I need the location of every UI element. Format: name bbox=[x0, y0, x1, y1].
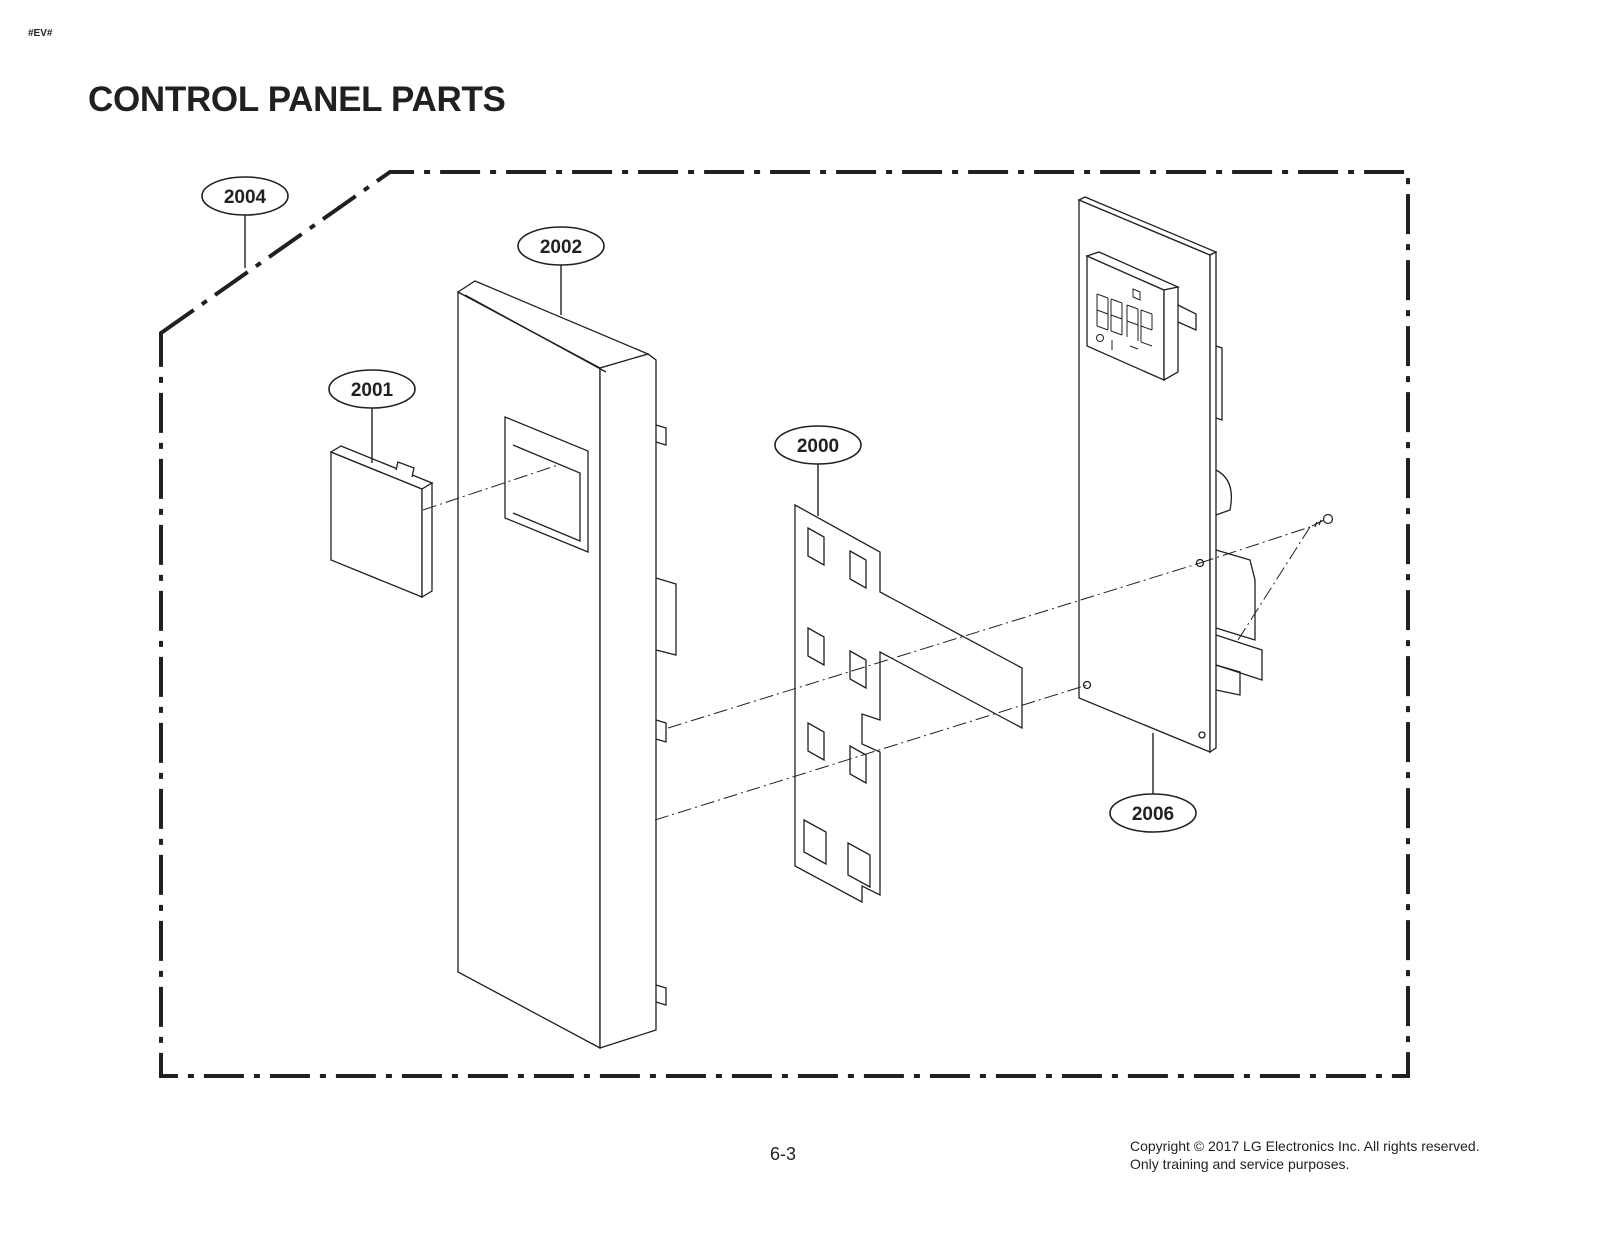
assembly-boundary bbox=[159, 170, 1410, 1078]
part-2000-sheet bbox=[794, 503, 1023, 904]
callout-oval-2000 bbox=[774, 425, 862, 465]
document-tag: #EV# bbox=[28, 28, 53, 39]
page-title: CONTROL PANEL PARTS bbox=[88, 80, 506, 119]
part-2001-cap bbox=[329, 445, 434, 599]
callout-oval-2004 bbox=[201, 176, 289, 216]
part-2002-panel bbox=[456, 280, 677, 1050]
copyright-line-2: Only training and service purposes. bbox=[1130, 1156, 1350, 1172]
callout-2002: 2002 bbox=[540, 237, 582, 258]
alignment-lines bbox=[422, 464, 1311, 821]
part-2006-pcb bbox=[1077, 196, 1263, 754]
callout-oval-2002 bbox=[517, 226, 605, 266]
callout-2000: 2000 bbox=[797, 436, 839, 457]
callout-2004: 2004 bbox=[224, 187, 267, 208]
callout-oval-2006 bbox=[1109, 793, 1197, 833]
callout-2001: 2001 bbox=[351, 380, 394, 401]
copyright-notice: Copyright © 2017 LG Electronics Inc. All… bbox=[1130, 1137, 1480, 1173]
screw bbox=[1311, 513, 1334, 528]
callout-oval-2001 bbox=[328, 369, 416, 409]
page-number: 6-3 bbox=[770, 1144, 797, 1164]
callout-2006: 2006 bbox=[1132, 804, 1174, 825]
copyright-line-1: Copyright © 2017 LG Electronics Inc. All… bbox=[1130, 1138, 1480, 1154]
